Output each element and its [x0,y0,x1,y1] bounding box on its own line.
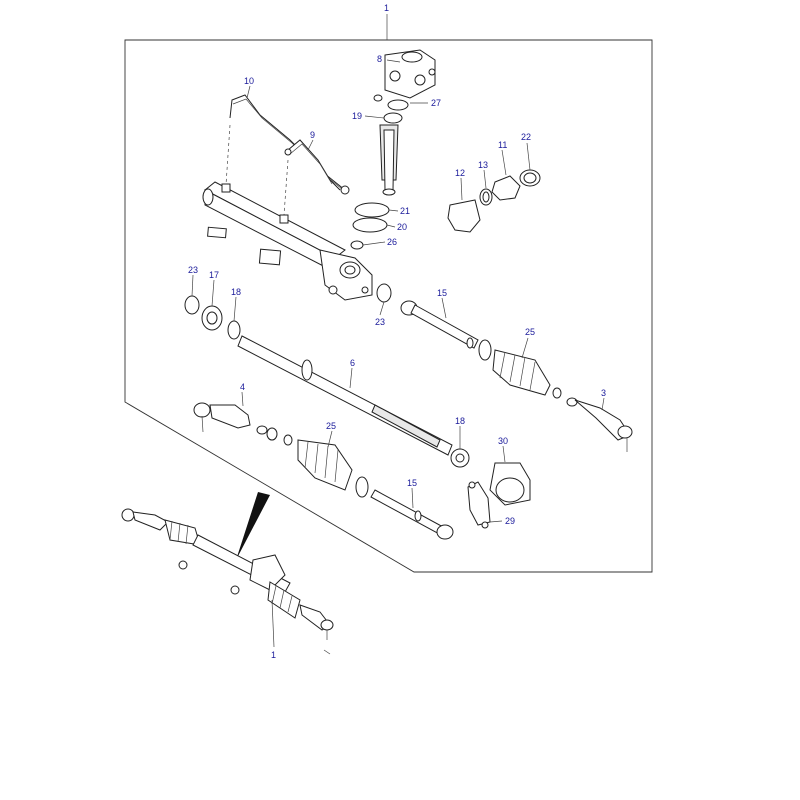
boot-25-upper [492,349,551,396]
callout-3: 3 [601,388,606,398]
cap-22 [519,169,541,187]
callout-1-bottom: 1 [271,650,276,660]
pinion-shaft [379,124,399,196]
callout-22: 22 [521,132,531,142]
callout-15-upper: 15 [437,288,447,298]
tie-rod-end-4 [193,402,278,441]
rack-bar [237,335,453,456]
callout-11: 11 [498,140,507,150]
callout-29: 29 [505,516,515,526]
inner-tie-rod-lower [370,489,454,540]
mount-30 [489,462,531,506]
seal-18-right [450,448,470,468]
callout-18-right: 18 [455,416,465,426]
rack-housing [202,181,373,301]
callout-6: 6 [350,358,355,368]
lock-nut-11 [491,175,521,201]
callout-26: 26 [387,237,397,247]
tube-dash-10 [225,124,231,186]
tube-dash-9 [283,159,289,216]
callout-labels: 1 8 27 19 10 9 11 22 12 13 21 20 26 23 1… [188,3,606,660]
callout-1-top: 1 [384,3,389,13]
callout-21: 21 [400,206,410,216]
bracket-29 [467,481,491,529]
seal-18-left [227,320,241,340]
callout-15-lower: 15 [407,478,417,488]
callout-9: 9 [310,130,315,140]
seal-21 [354,202,390,218]
tube-fitting [279,214,289,224]
callout-18-left: 18 [231,287,241,297]
boot-clamp-upper [478,339,492,361]
boot-25-lower [283,434,353,491]
seal-23-right [376,283,392,303]
tie-rod-end-3 [566,397,633,452]
callout-23-right: 23 [375,317,385,327]
callout-25-lower: 25 [326,421,336,431]
callout-17: 17 [209,270,219,280]
callout-13: 13 [478,160,488,170]
seal-27 [387,99,409,111]
spring-13 [479,188,493,206]
callout-27: 27 [431,98,441,108]
leader-lines [191,59,605,523]
callout-8: 8 [377,54,382,64]
cap-26 [350,240,364,250]
feed-tube-9 [284,139,341,191]
boot-clamp-small [552,387,562,399]
inner-tie-rod-upper [400,300,479,349]
bushing-17 [201,305,223,331]
seal-23-left [184,295,200,315]
callout-30: 30 [498,436,508,446]
feed-tube-10 [229,94,350,195]
tube-fitting [221,183,231,193]
callout-4: 4 [240,382,245,392]
assembly-frame [124,39,653,573]
assembly-pointer-arrow [236,492,270,560]
callout-12: 12 [455,168,465,178]
callout-10: 10 [244,76,254,86]
callout-23-left: 23 [188,265,198,275]
complete-assembly [121,508,334,655]
small-washer [373,94,383,102]
valve-body [384,49,436,99]
yoke-plug-12 [447,199,481,233]
callout-25-upper: 25 [525,327,535,337]
seal-19 [383,112,403,124]
callout-20: 20 [397,222,407,232]
callout-19: 19 [352,111,362,121]
seal-20 [352,217,388,233]
boot-clamp-lower [355,476,369,498]
